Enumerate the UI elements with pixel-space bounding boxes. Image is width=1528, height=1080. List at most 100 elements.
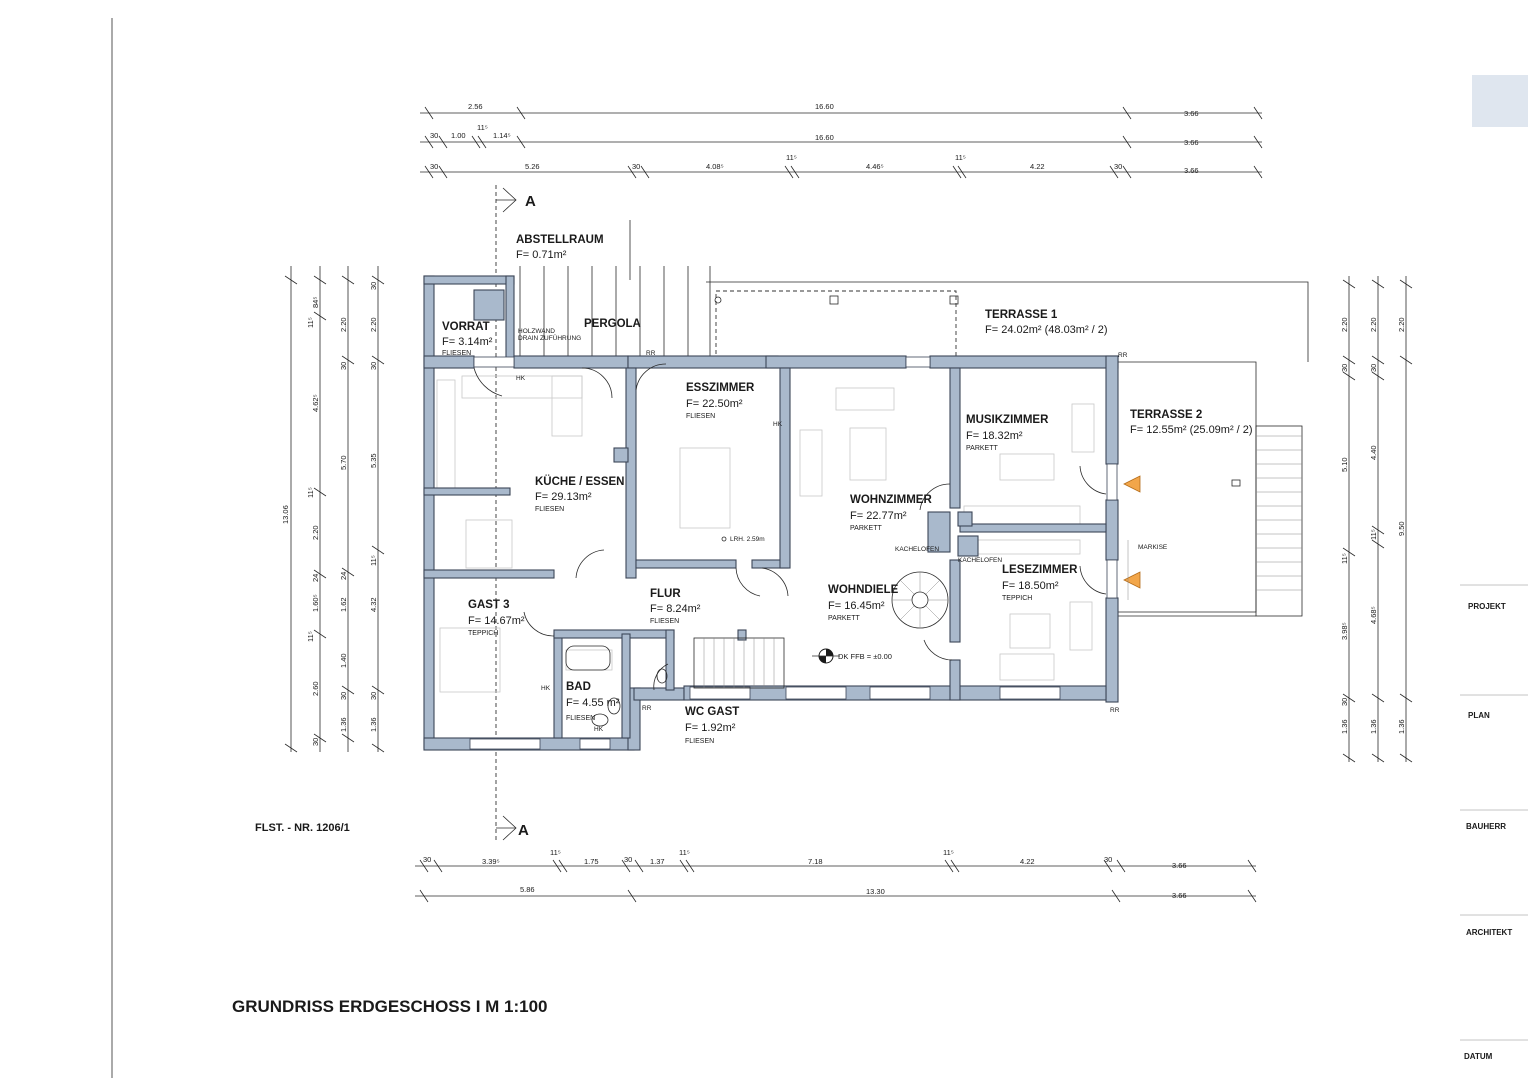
svg-text:30: 30 (369, 362, 378, 370)
svg-text:30: 30 (423, 855, 431, 864)
svg-text:4.32: 4.32 (369, 597, 378, 612)
svg-text:GAST 3: GAST 3 (468, 599, 510, 611)
dimension-chains-right: 2.20 30 5.10 11⁵ 3.98⁵ 30 1.36 2.20 30 4… (1340, 276, 1413, 763)
room-wohndiele: WOHNDIELE F= 16.45m² PARKETT (828, 584, 899, 622)
svg-text:11⁵: 11⁵ (369, 555, 378, 566)
walls (423, 275, 1119, 751)
svg-text:MARKISE: MARKISE (1138, 544, 1168, 551)
doors (473, 363, 1107, 691)
svg-text:F= 29.13m²: F= 29.13m² (535, 491, 592, 503)
svg-text:3.66: 3.66 (1184, 138, 1199, 147)
svg-text:24: 24 (311, 574, 320, 582)
svg-text:PARKETT: PARKETT (966, 445, 998, 452)
svg-text:11⁵: 11⁵ (306, 487, 315, 498)
svg-text:TERRASSE 2: TERRASSE 2 (1130, 409, 1202, 421)
svg-text:F= 1.92m²: F= 1.92m² (685, 722, 736, 734)
dimension-chains-top: 2.56 16.60 3.66 30 1.00 11⁵ 1.14⁵ 16.60 … (420, 102, 1263, 179)
svg-text:30: 30 (632, 162, 640, 171)
svg-text:13.30: 13.30 (866, 887, 885, 896)
svg-text:1.00: 1.00 (451, 131, 466, 140)
svg-text:FLIESEN: FLIESEN (685, 738, 714, 745)
svg-text:F= 12.55m² (25.09m² / 2): F= 12.55m² (25.09m² / 2) (1130, 424, 1253, 436)
svg-text:3.66: 3.66 (1172, 891, 1187, 900)
title-block-header (1472, 75, 1528, 127)
svg-text:WOHNDIELE: WOHNDIELE (828, 584, 899, 596)
svg-text:VORRAT: VORRAT (442, 321, 490, 333)
svg-text:F= 24.02m² (48.03m² / 2): F= 24.02m² (48.03m² / 2) (985, 324, 1108, 336)
annotations: KACHELOFEN KACHELOFEN MARKISE LRH. 2.59m… (516, 328, 1168, 733)
svg-text:F= 22.77m²: F= 22.77m² (850, 510, 907, 522)
svg-text:13.06: 13.06 (281, 505, 290, 524)
svg-text:3.39⁵: 3.39⁵ (482, 857, 500, 866)
svg-text:BAD: BAD (566, 681, 591, 693)
svg-text:PERGOLA: PERGOLA (584, 318, 641, 330)
svg-text:1.37: 1.37 (650, 857, 665, 866)
svg-text:11⁵: 11⁵ (679, 848, 690, 857)
svg-text:2.20: 2.20 (339, 317, 348, 332)
svg-text:4.22: 4.22 (1020, 857, 1035, 866)
svg-text:30: 30 (1340, 698, 1349, 706)
svg-text:WOHNZIMMER: WOHNZIMMER (850, 494, 932, 506)
svg-text:TEPPICH: TEPPICH (1002, 595, 1032, 602)
svg-text:30: 30 (430, 162, 438, 171)
windows (469, 356, 1118, 750)
svg-text:FLIESEN: FLIESEN (535, 506, 564, 513)
svg-text:3.98⁵: 3.98⁵ (1340, 622, 1349, 640)
svg-text:30: 30 (369, 282, 378, 290)
room-pergola: PERGOLA (584, 318, 641, 330)
terrace-outlines (519, 266, 1309, 617)
svg-text:PARKETT: PARKETT (850, 525, 882, 532)
svg-text:30: 30 (369, 692, 378, 700)
svg-text:2.20: 2.20 (369, 317, 378, 332)
svg-text:11⁵: 11⁵ (1340, 553, 1349, 564)
svg-text:16.60: 16.60 (815, 102, 834, 111)
svg-text:3.66: 3.66 (1184, 166, 1199, 175)
room-kueche-essen: KÜCHE / ESSEN F= 29.13m² FLIESEN (535, 475, 624, 513)
svg-text:4.62⁵: 4.62⁵ (311, 394, 320, 412)
svg-text:11⁵: 11⁵ (786, 153, 797, 162)
furniture-layer (436, 375, 1095, 693)
svg-text:FLUR: FLUR (650, 588, 681, 600)
svg-text:KACHELOFEN: KACHELOFEN (958, 557, 1002, 564)
svg-text:16.60: 16.60 (815, 133, 834, 142)
svg-text:F= 16.45m²: F= 16.45m² (828, 600, 885, 612)
svg-text:HK: HK (594, 726, 604, 733)
svg-text:11⁵: 11⁵ (1369, 529, 1378, 540)
svg-text:TERRASSE 1: TERRASSE 1 (985, 309, 1058, 321)
room-wc-gast: WC GAST F= 1.92m² FLIESEN (685, 706, 739, 745)
svg-text:F= 3.14m²: F= 3.14m² (442, 336, 493, 348)
title-block-plan: PLAN (1468, 711, 1490, 720)
svg-text:11⁵: 11⁵ (306, 631, 315, 642)
svg-text:2.20: 2.20 (311, 525, 320, 540)
svg-text:4.68⁵: 4.68⁵ (1369, 606, 1378, 624)
svg-text:KACHELOFEN: KACHELOFEN (895, 546, 939, 553)
svg-text:F= 14.67m²: F= 14.67m² (468, 615, 525, 627)
svg-text:11⁵: 11⁵ (955, 153, 966, 162)
svg-text:HOLZWAND: HOLZWAND (518, 328, 555, 335)
svg-text:1.62: 1.62 (339, 597, 348, 612)
svg-text:1.36: 1.36 (369, 717, 378, 732)
title-block-projekt: PROJEKT (1468, 602, 1506, 611)
svg-text:PARKETT: PARKETT (828, 615, 860, 622)
svg-text:30: 30 (1114, 162, 1122, 171)
svg-text:FLIESEN: FLIESEN (566, 715, 595, 722)
svg-text:30: 30 (339, 362, 348, 370)
svg-text:3.66: 3.66 (1184, 109, 1199, 118)
room-lesezimmer: LESEZIMMER F= 18.50m² TEPPICH (1002, 564, 1078, 602)
title-block-datum: DATUM (1464, 1052, 1493, 1061)
svg-text:2.20: 2.20 (1369, 317, 1378, 332)
svg-text:F= 0.71m²: F= 0.71m² (516, 249, 567, 261)
svg-text:4.08⁵: 4.08⁵ (706, 162, 724, 171)
room-vorrat: VORRAT F= 3.14m² FLIESEN (442, 321, 493, 357)
room-flur: FLUR F= 8.24m² FLIESEN (650, 588, 701, 625)
room-labels: ABSTELLRAUM F= 0.71m² PERGOLA VORRAT F= … (442, 234, 1253, 745)
svg-text:RR: RR (646, 350, 656, 357)
svg-text:1.36: 1.36 (1397, 719, 1406, 734)
svg-text:F= 18.50m²: F= 18.50m² (1002, 580, 1059, 592)
svg-text:RR: RR (1118, 352, 1128, 359)
svg-text:2.20: 2.20 (1397, 317, 1406, 332)
svg-text:30: 30 (624, 855, 632, 864)
svg-text:1.14⁵: 1.14⁵ (493, 131, 511, 140)
room-musikzimmer: MUSIKZIMMER F= 18.32m² PARKETT (966, 414, 1049, 452)
svg-text:7.18: 7.18 (808, 857, 823, 866)
